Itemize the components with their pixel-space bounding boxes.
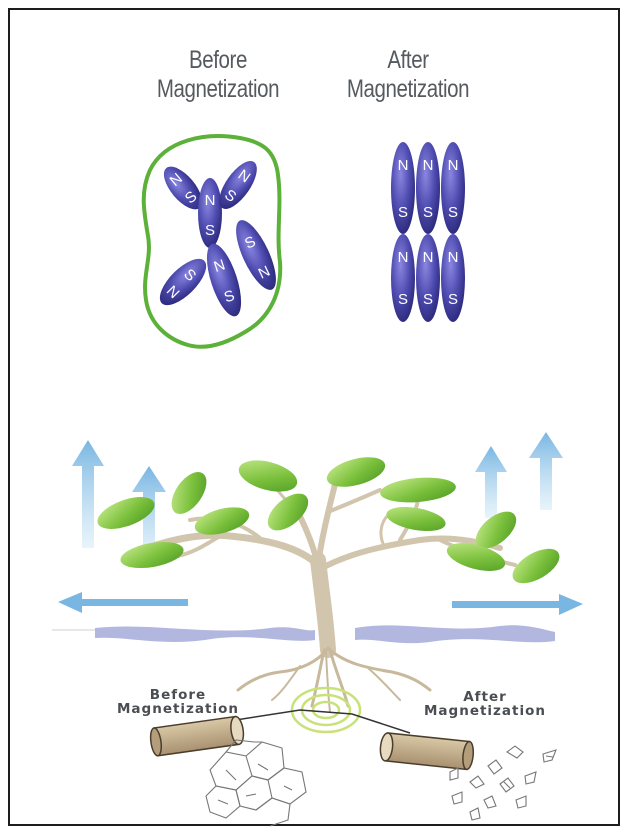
svg-text:S: S xyxy=(448,291,458,308)
up-arrow-icon xyxy=(72,440,104,548)
magnet-icon: N S xyxy=(198,178,222,248)
svg-text:S: S xyxy=(205,222,215,239)
crystal-icon xyxy=(206,740,306,826)
magnet-icon: N S xyxy=(441,142,465,234)
svg-text:N: N xyxy=(423,157,434,174)
leaf-icon xyxy=(379,475,457,506)
leaf-icon xyxy=(165,466,214,520)
svg-text:N: N xyxy=(398,249,409,266)
leaf-icon xyxy=(235,455,300,498)
label-line: Before xyxy=(88,688,268,702)
after-magnetization-label: After Magnetization xyxy=(390,690,580,718)
side-arrow-icon xyxy=(452,594,583,615)
svg-text:N: N xyxy=(448,157,459,174)
label-line: Magnetization xyxy=(390,704,580,718)
svg-text:S: S xyxy=(448,204,458,221)
svg-text:S: S xyxy=(398,291,408,308)
svg-text:N: N xyxy=(423,249,434,266)
water-band xyxy=(95,626,315,641)
svg-text:N: N xyxy=(205,192,216,209)
water-band xyxy=(355,625,555,643)
svg-text:S: S xyxy=(423,291,433,308)
before-magnetization-label: Before Magnetization xyxy=(88,688,268,716)
svg-text:S: S xyxy=(423,204,433,221)
up-arrow-icon xyxy=(475,446,507,518)
svg-text:N: N xyxy=(398,157,409,174)
aligned-magnets: N S N S N S N S N S N S xyxy=(391,142,465,322)
magnet-icon: N S xyxy=(441,234,465,322)
side-arrow-icon xyxy=(58,592,188,613)
svg-text:S: S xyxy=(398,204,408,221)
magnet-icon: S N xyxy=(153,252,214,313)
magnet-icon: N S xyxy=(391,234,415,322)
magnet-icon: N S xyxy=(391,142,415,234)
pipe-icon xyxy=(379,732,474,770)
label-line: Magnetization xyxy=(88,702,268,716)
magnet-icon: N S xyxy=(416,142,440,234)
label-line: After xyxy=(390,690,580,704)
magnet-icon: N S xyxy=(416,234,440,322)
up-arrow-icon xyxy=(529,432,563,510)
pipe-icon xyxy=(149,716,245,757)
svg-text:N: N xyxy=(448,249,459,266)
